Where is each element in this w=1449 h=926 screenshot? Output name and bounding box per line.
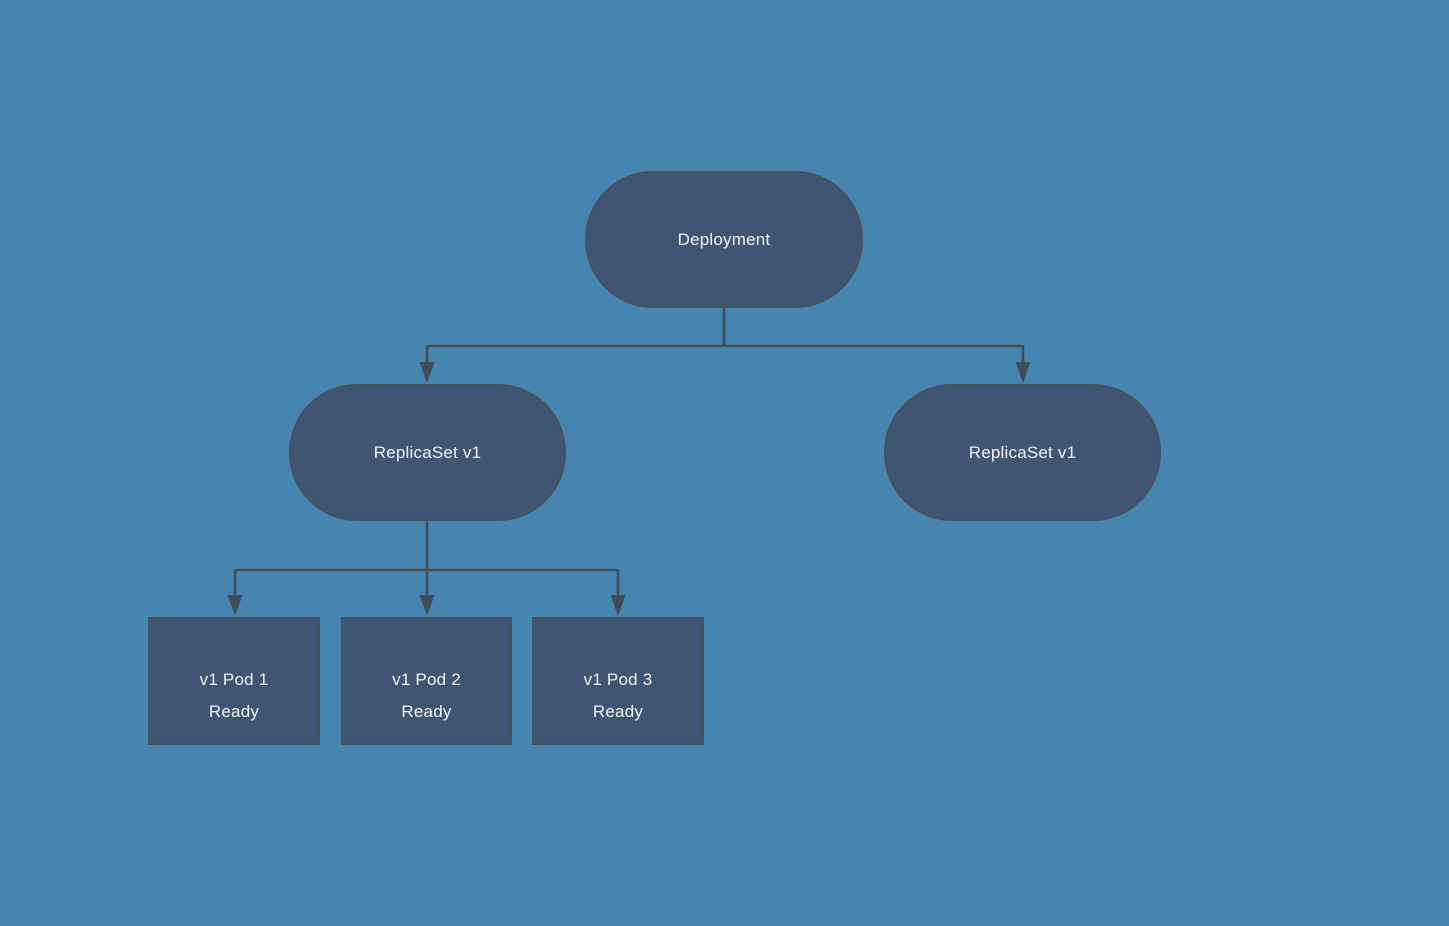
node-pod-3-label: v1 Pod 3 xyxy=(583,670,653,689)
arrow-down-icon xyxy=(610,595,626,616)
node-deployment-label: Deployment xyxy=(677,229,771,249)
arrow-down-icon xyxy=(227,595,243,616)
node-replicaset-right-label: ReplicaSet v1 xyxy=(968,442,1077,462)
node-pod-3: v1 Pod 3 Ready xyxy=(532,617,704,745)
node-replicaset-left: ReplicaSet v1 xyxy=(289,384,566,521)
node-pod-1-label: v1 Pod 1 xyxy=(199,670,269,689)
node-pod-1-status: Ready xyxy=(208,702,260,721)
node-replicaset-left-label: ReplicaSet v1 xyxy=(373,442,482,462)
arrow-down-icon xyxy=(1015,362,1031,383)
node-pod-2-label: v1 Pod 2 xyxy=(392,670,461,689)
arrow-down-icon xyxy=(419,595,435,616)
edge-replicaset-to-pods xyxy=(233,521,620,598)
node-pod-1: v1 Pod 1 Ready xyxy=(148,617,320,745)
edge-deployment-to-replicasets xyxy=(425,307,1025,367)
node-pod-3-status: Ready xyxy=(592,702,644,721)
node-pod-2-status: Ready xyxy=(401,702,452,721)
node-pod-2: v1 Pod 2 Ready xyxy=(341,617,512,745)
node-replicaset-right: ReplicaSet v1 xyxy=(884,384,1161,521)
arrow-down-icon xyxy=(419,362,435,383)
node-deployment: Deployment xyxy=(585,171,863,308)
